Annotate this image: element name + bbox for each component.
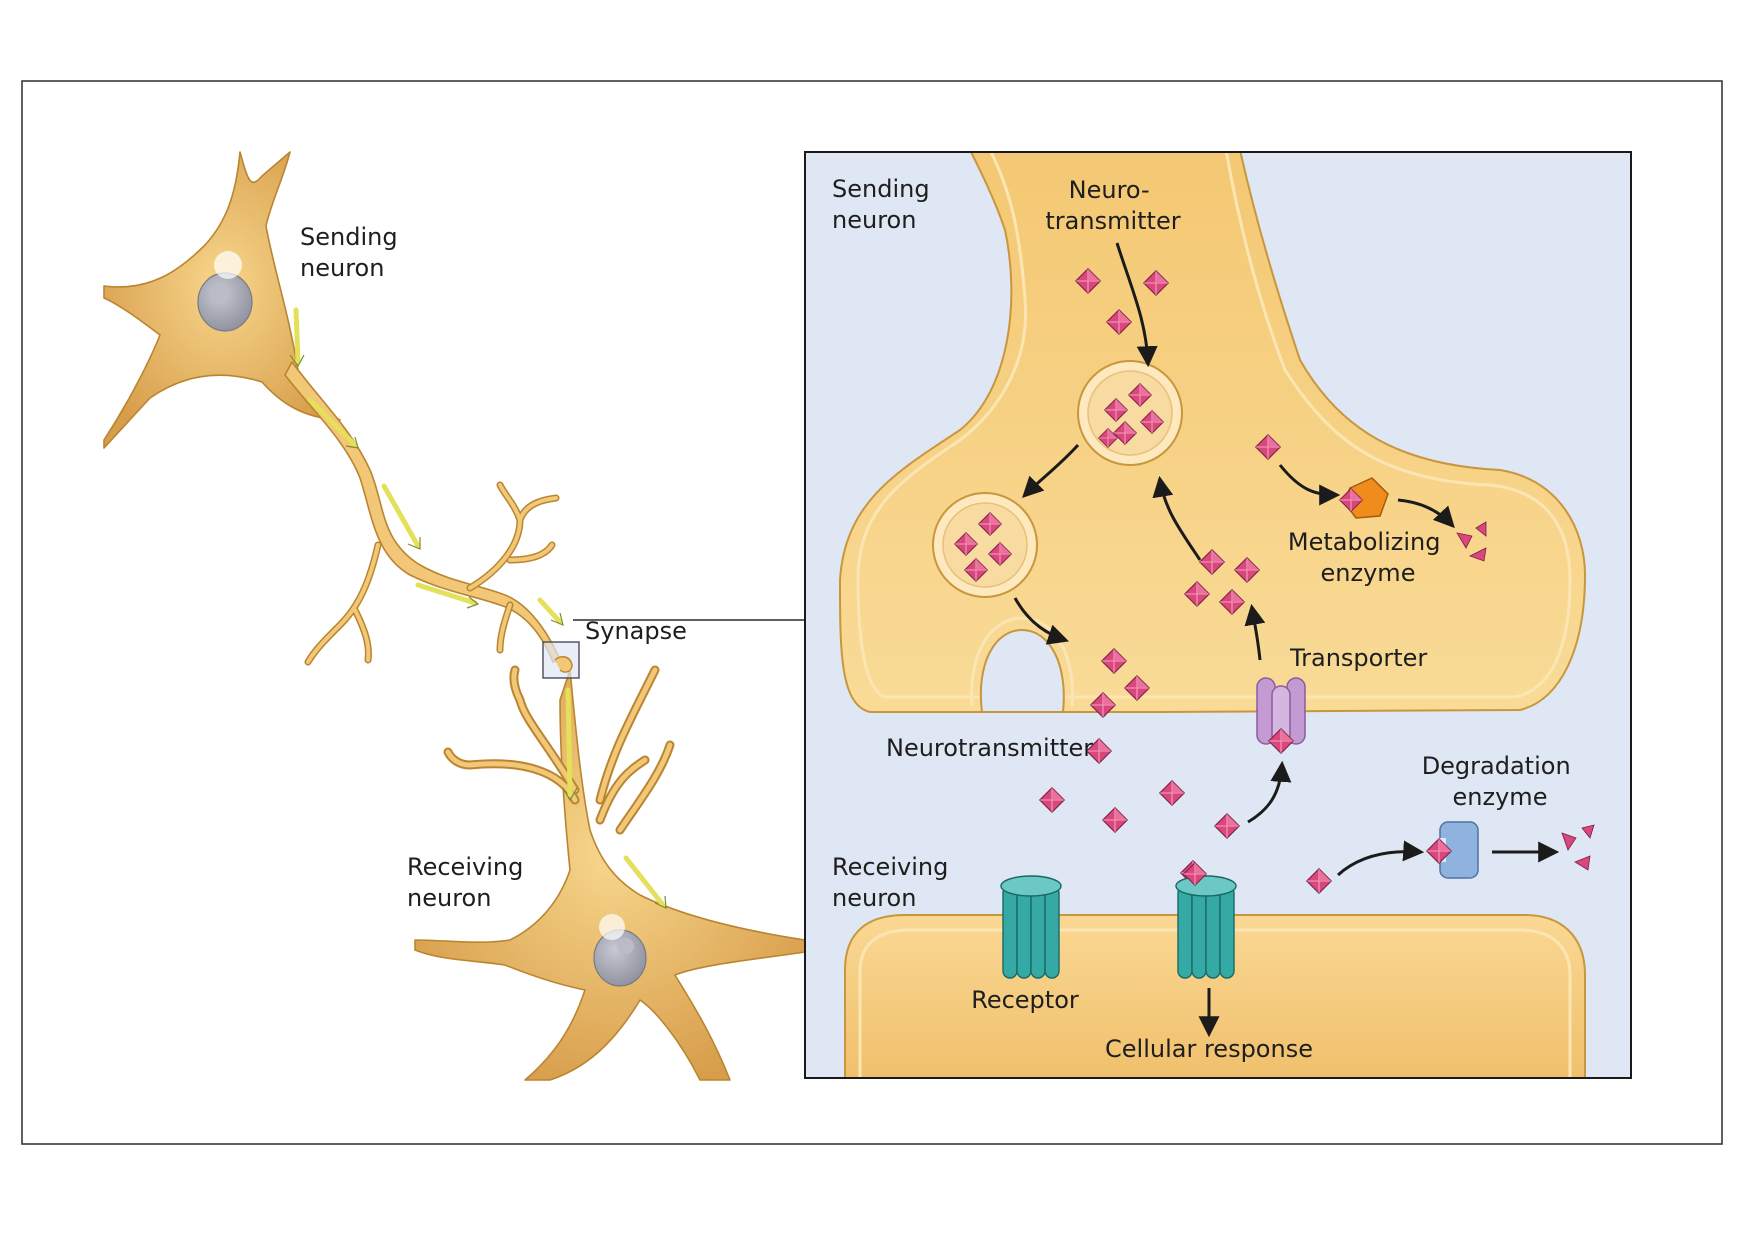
- receptor-label: Receptor: [971, 986, 1079, 1014]
- axon-branch-upper-fill: [468, 483, 558, 590]
- flow-arrow-icon: [415, 582, 478, 606]
- receiving-nucleus: [593, 929, 647, 987]
- flow-arrow-icon: [623, 855, 666, 908]
- arrow-to-metabolizing: [1278, 464, 1341, 506]
- metabolite-fragments: [1456, 521, 1487, 562]
- exocytosis-pit: [979, 628, 1065, 713]
- transporter-label: Transporter: [1289, 644, 1427, 672]
- sending-nucleolus: [210, 286, 226, 302]
- arrow-vesicle-move: [1022, 443, 1080, 498]
- neurotransmitter-cleft-label: Neurotransmitter: [886, 734, 1093, 762]
- degradation-enzyme-label: Degradation enzyme: [1422, 752, 1579, 811]
- pathway-arrows: [1013, 242, 1560, 1038]
- metabolizing-enzyme-label: Metabolizing enzyme: [1288, 528, 1448, 587]
- receiving-nucleolus: [618, 938, 634, 954]
- overview-sending-label: Sending neuron: [300, 223, 405, 282]
- flow-arrow-icons: [293, 307, 666, 908]
- overview-synapse-label: Synapse: [585, 617, 687, 645]
- receiving-glow: [599, 914, 625, 940]
- detail-receiving-label: Receiving neuron: [832, 853, 956, 912]
- flow-arrow-icon: [381, 483, 421, 549]
- arrow-synthesis: [1115, 242, 1158, 368]
- arrow-to-degradation: [1336, 840, 1425, 877]
- receptor-channel-icon: [1175, 875, 1237, 979]
- overview-receiving-label: Receiving neuron: [407, 853, 531, 912]
- sending-nucleus: [197, 272, 253, 332]
- receiving-neuron-soma: [414, 669, 806, 1081]
- flow-arrow-icon: [293, 307, 301, 365]
- sending-glow: [214, 251, 242, 279]
- flow-arrow-icon: [537, 597, 563, 625]
- arrow-metabolized: [1397, 498, 1455, 529]
- arrow-docking: [1013, 597, 1069, 645]
- cellular-response-label: Cellular response: [1105, 1035, 1313, 1063]
- flow-arrow-icon: [307, 397, 358, 448]
- receptor-channel-icon: [1000, 875, 1062, 979]
- transporter-icon: [1256, 677, 1306, 754]
- degradation-fragments: [1561, 824, 1595, 871]
- arrow-reuptake: [1244, 603, 1266, 661]
- flow-arrow-icon: [565, 687, 573, 798]
- sending-terminal-membrane: [856, 152, 1572, 699]
- arrow-to-transporter: [1247, 760, 1292, 824]
- arrow-repackaging: [1152, 475, 1202, 561]
- metabolizing-enzyme-icon: [1339, 477, 1389, 519]
- neurotransmitter-top-label: Neuro- transmitter: [1045, 176, 1180, 235]
- degradation-enzyme-icon: [1426, 821, 1479, 879]
- vesicle-icon: [1077, 360, 1183, 466]
- detail-panel-border: [804, 151, 1632, 1079]
- axon-branch-lower-fill: [306, 543, 512, 664]
- receiving-dendrites-fill: [445, 667, 673, 833]
- vesicle-icon: [932, 492, 1038, 598]
- detail-sending-label: Sending neuron: [832, 175, 937, 234]
